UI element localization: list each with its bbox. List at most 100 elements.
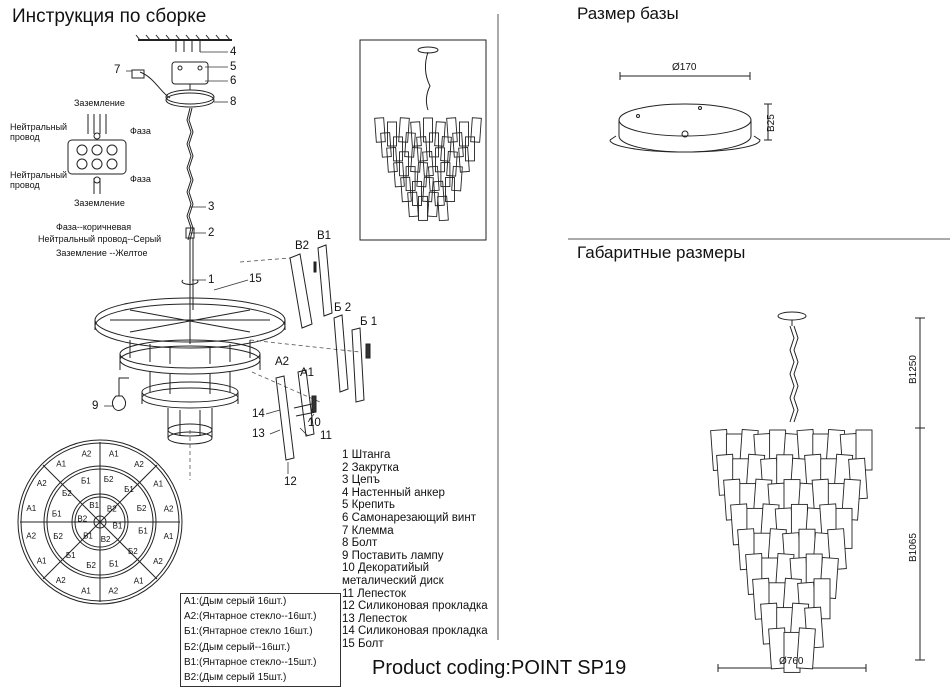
preview-frame [359, 39, 487, 241]
part-item: 15 Болт [342, 637, 384, 650]
petal [400, 176, 412, 203]
petals-a [275, 369, 317, 461]
ceiling-mount [131, 34, 232, 108]
materials-legend: A1:(Дым серый 16шт.) A2:(Янтарное стекло… [180, 593, 341, 687]
ring-label: A2 [82, 449, 92, 458]
material-item: B2:(Дым серый 15шт.) [184, 672, 287, 684]
ring-label: Б1 [138, 527, 148, 536]
petal [404, 132, 416, 158]
petal [435, 147, 445, 173]
material-item: Б1:(Янтарное стекло 16шт.) [184, 626, 313, 638]
petal [422, 176, 434, 203]
petal [410, 121, 422, 147]
petal [412, 181, 422, 206]
label-bb1: Б 1 [360, 316, 378, 328]
petal [423, 117, 433, 143]
label-bb2: Б 2 [334, 302, 352, 314]
ring-label: B2 [107, 505, 117, 514]
wiring-ground-top: Заземление [74, 98, 125, 108]
petal [410, 147, 422, 173]
petal [440, 136, 452, 162]
ring-label: A1 [26, 504, 36, 513]
petals-b [289, 244, 333, 329]
petal [387, 121, 397, 147]
base-drawing [609, 72, 772, 153]
callout-15: 15 [249, 273, 262, 285]
ring-label: A1 [109, 449, 119, 458]
material-item: Б2:(Дым серый--16шт.) [184, 641, 291, 653]
petal [416, 161, 429, 188]
callout-14: 14 [252, 408, 265, 420]
frame-tiers [94, 297, 286, 445]
ring-label: A2 [134, 460, 144, 469]
petal [422, 151, 434, 177]
ring-layout [17, 439, 183, 605]
preview-petals [374, 117, 482, 222]
petal [446, 117, 458, 143]
petal [446, 151, 458, 177]
overall-diameter: Ø760 [779, 656, 804, 667]
ring-label: A2 [164, 505, 174, 514]
part-item: 4 Настенный анкер [342, 486, 445, 499]
petal [465, 136, 475, 162]
label-a1: A1 [300, 367, 315, 379]
callout-7: 7 [114, 64, 121, 76]
ring-label: A2 [153, 557, 163, 566]
material-item: B1:(Янтарное стекло--15шт.) [184, 656, 317, 668]
ring-label: A1 [81, 587, 91, 596]
petal [427, 191, 439, 218]
callout-11: 11 [320, 430, 332, 442]
base-height: B25 [766, 114, 777, 132]
ring-label: B2 [77, 514, 87, 523]
petal [451, 165, 463, 192]
label-b1: B1 [317, 230, 332, 242]
ring-label: A1 [153, 479, 163, 488]
ring-label: Б2 [86, 561, 96, 570]
ring-label: A1 [134, 576, 144, 585]
callout-6: 6 [230, 75, 237, 87]
ring-label: A2 [37, 479, 47, 488]
petal [393, 136, 403, 162]
ring-label: A2 [108, 587, 118, 596]
overall-size-title: Габаритные размеры [577, 243, 746, 262]
part-item: металический диск [342, 574, 444, 587]
petal [416, 136, 428, 162]
product-coding: Product coding:POINT SP19 [372, 657, 627, 679]
ring-label: B1 [113, 522, 123, 531]
ring-label: Б1 [52, 509, 62, 518]
part-item: 2 Закрутка [342, 461, 399, 474]
wiring-legend-neutral: Нейтральный провод--Серый [38, 234, 162, 244]
wiring-legend-ground: Заземление --Желтое [56, 248, 148, 258]
callout-9: 9 [92, 400, 99, 412]
part-item: 5 Крепить [342, 499, 395, 512]
petal [434, 121, 446, 147]
petal [459, 121, 469, 147]
wiring-phase-2: Фаза [130, 174, 151, 184]
part-item: 1 Штанга [342, 449, 391, 461]
ring-label: A2 [56, 576, 66, 585]
assembly-title: Инструкция по сборке [12, 6, 207, 27]
petal [470, 117, 482, 143]
ring-label: B1 [83, 532, 93, 541]
ring-label: Б2 [128, 547, 138, 556]
ring-label: Б1 [109, 560, 119, 569]
petal [445, 177, 455, 202]
petal [380, 132, 392, 158]
terminal-block-icon [67, 114, 127, 194]
petal [458, 147, 470, 173]
petal [374, 117, 386, 143]
callout-4: 4 [230, 46, 237, 58]
petal [452, 132, 464, 158]
wiring-ground-bottom: Заземление [74, 198, 125, 208]
ring-label: A1 [56, 460, 66, 469]
overall-height: B1250 [908, 355, 919, 384]
callout-5: 5 [230, 61, 237, 73]
wiring-phase-1: Фаза [130, 126, 151, 136]
label-a2: A2 [275, 356, 290, 368]
ring-label: Б1 [66, 551, 76, 560]
part-item: 9 Поставить лампу [342, 549, 444, 562]
petal [433, 180, 445, 207]
part-item: 6 Самонарезающий винт [342, 511, 476, 524]
part-item: 13 Лепесток [342, 612, 407, 625]
